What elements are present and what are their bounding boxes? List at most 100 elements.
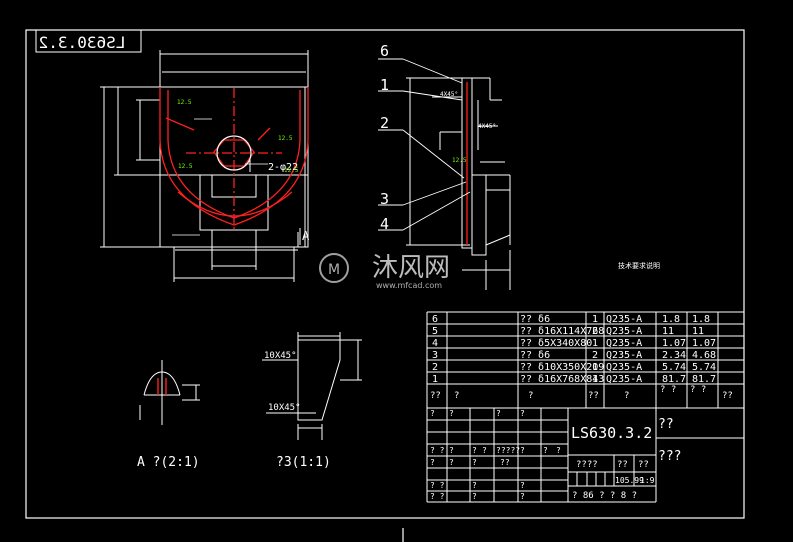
- bom-qty: 2: [592, 350, 598, 361]
- tb-cell: ??: [500, 458, 510, 467]
- bom-total: 4.68: [692, 350, 716, 361]
- bom-qty: 2: [592, 326, 598, 337]
- drawing-code: LS630.3.2: [571, 424, 652, 442]
- bom-row: 6 ?? δ6 1 Q235-A 1.8 1.8: [432, 314, 710, 325]
- bom-name: ?? δ16X768X843: [520, 374, 604, 385]
- bom-header-code: ?: [454, 391, 459, 401]
- hole-circle: [216, 135, 252, 171]
- bom-header-row: ?? ? ? ?? ? ? ? ? ? ??: [430, 385, 733, 401]
- bom-total: 81.7: [692, 374, 716, 385]
- tb-cell: ?????: [496, 446, 520, 455]
- scale-value: 1:9: [640, 476, 655, 485]
- callout-leaders: [378, 58, 498, 231]
- bom-material: Q235-A: [606, 350, 642, 361]
- callout-3: 3: [380, 190, 389, 208]
- tb-cell: ?: [520, 446, 525, 455]
- company-name: ???: [658, 449, 681, 464]
- bom-name: ?? δ6: [520, 314, 550, 325]
- dim-10x45-b: 10X45°: [268, 403, 301, 413]
- dim-10x45-a: 10X45°: [264, 351, 297, 361]
- bom-qty: 1: [592, 362, 598, 373]
- tb-cell: ?: [472, 481, 477, 490]
- front-view: [100, 50, 309, 282]
- tb-cell: ?: [449, 409, 454, 418]
- bom-material: Q235-A: [606, 326, 642, 337]
- tb-cell: ?: [520, 492, 525, 501]
- bom-header-name: ?: [528, 391, 533, 401]
- tb-cell: ?: [520, 409, 525, 418]
- bom-header-no: ??: [430, 391, 441, 401]
- callout-4: 4: [380, 215, 389, 233]
- front-view-red: [159, 87, 309, 230]
- bom-total: 5.74: [692, 362, 716, 373]
- side-view: [406, 77, 511, 290]
- note-right: 技术要求说明: [618, 261, 660, 270]
- title-block-cells: ? ? ? ? ? ? ? ? ? ????? ? ? ? ? ? ? ?? ?…: [430, 409, 561, 501]
- tb-cell: ?: [482, 446, 487, 455]
- leader-lines: [172, 118, 268, 236]
- scale-label: ??: [638, 460, 649, 470]
- weight-value: 105.99: [615, 476, 644, 485]
- bom-table: [426, 311, 745, 502]
- green-note-5: 12.5: [452, 157, 467, 164]
- outer-border: [25, 29, 745, 519]
- tb-cell: ?: [449, 458, 454, 467]
- bom-row: 2 ?? δ10X350X209 1 Q235-A 5.74 5.74: [432, 362, 716, 373]
- bom-unit: 1.07: [662, 338, 686, 349]
- bom-name: ?? δ6: [520, 350, 550, 361]
- callout-6: 6: [380, 42, 389, 60]
- weight-label: ??: [617, 460, 628, 470]
- green-note-1: 12.5: [177, 99, 192, 106]
- bom-no: 1: [432, 374, 438, 385]
- bom-name: ?? δ10X350X209: [520, 362, 604, 373]
- bom-material: Q235-A: [606, 362, 642, 373]
- bom-header-total: ? ?: [690, 385, 706, 395]
- dim-4x45-b: 4X45°: [478, 123, 496, 130]
- watermark: M 沐风网 www.mfcad.com: [319, 253, 450, 290]
- title-block: [427, 408, 744, 503]
- bom-unit: 11: [662, 326, 674, 337]
- bom-total: 1.8: [692, 314, 710, 325]
- svg-text:M: M: [328, 262, 340, 278]
- sheet-info: ? 86 ? ? 8 ?: [572, 491, 637, 501]
- bom-qty: 1: [592, 338, 598, 349]
- tb-cell: ?: [496, 409, 501, 418]
- bom-name: ?? δ16X114X768: [520, 326, 604, 337]
- mirrored-code-box: LS630.3.2: [35, 29, 142, 53]
- tb-cell: ?: [472, 458, 477, 467]
- stage-label: ????: [576, 460, 598, 470]
- watermark-url: www.mfcad.com: [376, 281, 442, 290]
- view-a-detail: [139, 360, 200, 425]
- tb-cell: ?: [430, 458, 435, 467]
- tb-cell: ?: [556, 446, 561, 455]
- tb-cell: ?: [472, 446, 477, 455]
- bom-header-note: ??: [722, 391, 733, 401]
- bom-row: 5 ?? δ16X114X768 2 Q235-A 11 11: [432, 326, 704, 337]
- dim-4x45-a: 4X45°: [440, 91, 458, 98]
- bom-material: Q235-A: [606, 374, 642, 385]
- tb-cell: ? ?: [430, 481, 445, 490]
- bom-name: ?? δ5X340X80: [520, 338, 592, 349]
- tb-cell: ? ?: [430, 446, 445, 455]
- tb-cell: ?: [543, 446, 548, 455]
- callout-2: 2: [380, 114, 389, 132]
- tb-cell: ?: [430, 409, 435, 418]
- bom-no: 6: [432, 314, 438, 325]
- bom-row: 4 ?? δ5X340X80 1 Q235-A 1.07 1.07: [432, 338, 716, 349]
- bom-unit: 81.7: [662, 374, 686, 385]
- bom-rows: 6 ?? δ6 1 Q235-A 1.8 1.8 5 ?? δ16X114X76…: [430, 314, 733, 401]
- bom-no: 4: [432, 338, 438, 349]
- tb-cell: ? ?: [430, 492, 445, 501]
- tb-cell: ?: [472, 492, 477, 501]
- bom-no: 5: [432, 326, 438, 337]
- bom-unit: 1.8: [662, 314, 680, 325]
- bom-material: Q235-A: [606, 314, 642, 325]
- bom-material: Q235-A: [606, 338, 642, 349]
- bom-row: 3 ?? δ6 2 Q235-A 2.34 4.68: [432, 350, 716, 361]
- green-note-4: 12.5: [284, 167, 299, 174]
- part3-detail: [262, 332, 362, 440]
- watermark-text: 沐风网: [372, 253, 450, 283]
- mirrored-code-text: LS630.3.2: [39, 33, 126, 52]
- bom-header-material: ?: [624, 391, 629, 401]
